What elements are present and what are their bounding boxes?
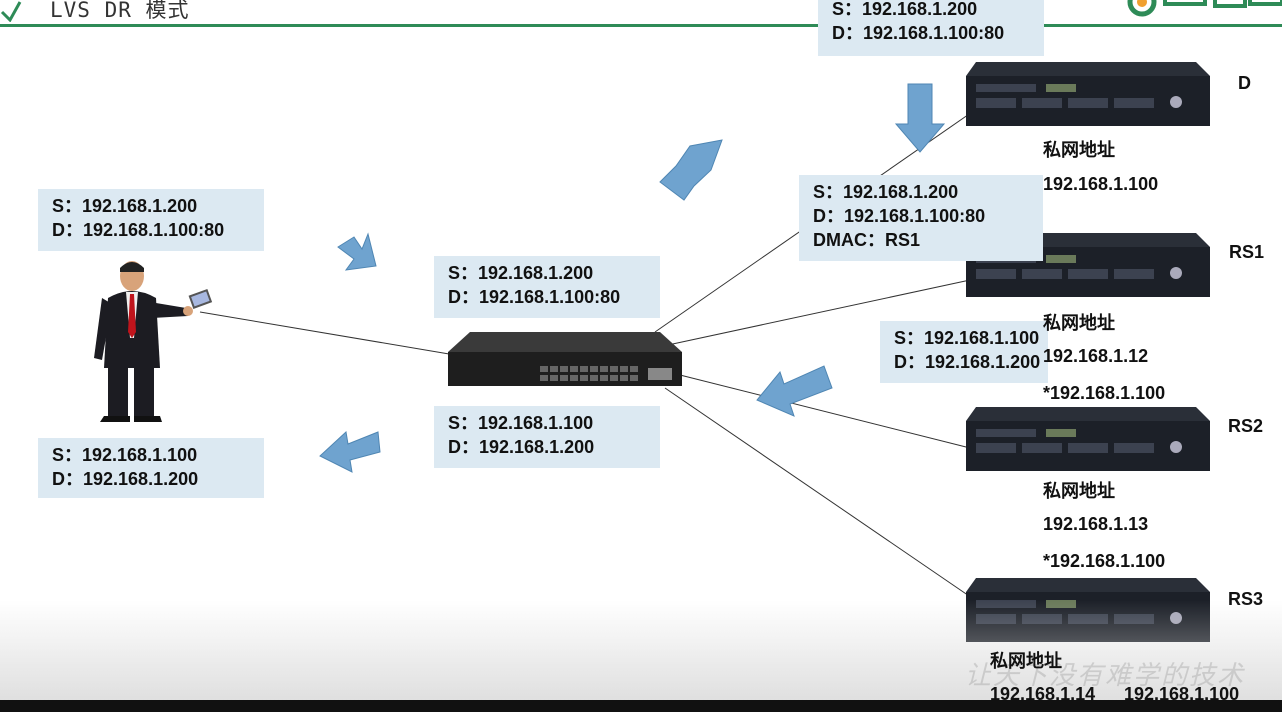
server-rs2-label: 私网地址 [1043, 481, 1115, 501]
packet-box-client-request: S：192.168.1.200 D：192.168.1.100:80 [38, 189, 264, 251]
packet-box-client-response: S：192.168.1.100 D：192.168.1.200 [38, 438, 264, 498]
packet-destination: D：192.168.1.100:80 [52, 220, 225, 240]
packet-source: S：192.168.1.200 [52, 196, 198, 216]
header-divider [0, 24, 1282, 27]
packet-source: S：192.168.1.100 [448, 413, 594, 433]
server-d [966, 62, 1210, 126]
network-switch [448, 332, 682, 386]
packet-box-rs-response: S：192.168.1.100 D：192.168.1.200 [880, 321, 1048, 383]
server-name-rs1: RS1 [1229, 242, 1265, 262]
server-rs1-vip: *192.168.1.100 [1043, 383, 1166, 403]
bottom-bar [0, 700, 1282, 712]
packet-destination: D：192.168.1.100:80 [813, 206, 986, 226]
watermark: 让天下没有难学的技术 [965, 661, 1246, 691]
link-switch-rs2 [679, 374, 971, 449]
link-switch-rs1 [667, 279, 971, 346]
server-d-label: 私网地址 [1043, 140, 1115, 160]
server-rs1 [966, 233, 1210, 297]
arrow-client-to-switch [337, 232, 377, 271]
link-switch-rs3 [664, 387, 976, 601]
packet-destination: D：192.168.1.200 [894, 352, 1041, 372]
packet-source: S：192.168.1.200 [448, 263, 594, 283]
server-rs1-label: 私网地址 [1043, 313, 1115, 333]
server-rs2-vip: *192.168.1.100 [1043, 551, 1166, 571]
client-person [94, 261, 213, 422]
server-rs3-ip: 192.168.1.14 [990, 684, 1096, 704]
link-client-switch [199, 311, 456, 356]
arrow-rs-to-switch [756, 365, 833, 417]
server-rs3-vip: 192.168.1.100 [1124, 684, 1240, 704]
bottom-fade [0, 600, 1282, 700]
packet-box-top-request: S：192.168.1.200 D：192.168.1.100:80 [818, 0, 1044, 56]
packet-source: S：192.168.1.100 [52, 445, 198, 465]
packet-destination: D：192.168.1.100:80 [832, 23, 1005, 43]
packet-source: S：192.168.1.200 [813, 182, 959, 202]
server-d-ip: 192.168.1.100 [1043, 174, 1159, 194]
packet-box-switch-request: S：192.168.1.200 D：192.168.1.100:80 [434, 256, 660, 318]
server-name-d: D [1238, 73, 1251, 93]
packet-box-dmac-request: S：192.168.1.200 D：192.168.1.100:80 DMAC：… [799, 175, 1043, 261]
packet-destination: D：192.168.1.200 [448, 437, 595, 457]
page-title: LVS DR 模式 [50, 0, 190, 22]
server-rs1-ip: 192.168.1.12 [1043, 346, 1149, 366]
server-rs2 [966, 407, 1210, 471]
server-name-rs2: RS2 [1228, 416, 1264, 436]
server-rs2-ip: 192.168.1.13 [1043, 514, 1149, 534]
packet-source: S：192.168.1.100 [894, 328, 1040, 348]
packet-source: S：192.168.1.200 [832, 0, 978, 19]
packet-destination: D：192.168.1.100:80 [448, 287, 621, 307]
packet-destination: D：192.168.1.200 [52, 469, 199, 489]
server-rs3-label: 私网地址 [990, 651, 1062, 671]
arrow-switch-to-top [659, 139, 723, 201]
packet-dmac: DMAC：RS1 [813, 230, 921, 250]
brand-logo [1127, 0, 1282, 17]
packet-box-switch-response: S：192.168.1.100 D：192.168.1.200 [434, 406, 660, 468]
header-corner-icon [0, 1, 22, 22]
arrow-down-to-d [894, 83, 946, 153]
arrow-switch-to-client [319, 431, 381, 473]
